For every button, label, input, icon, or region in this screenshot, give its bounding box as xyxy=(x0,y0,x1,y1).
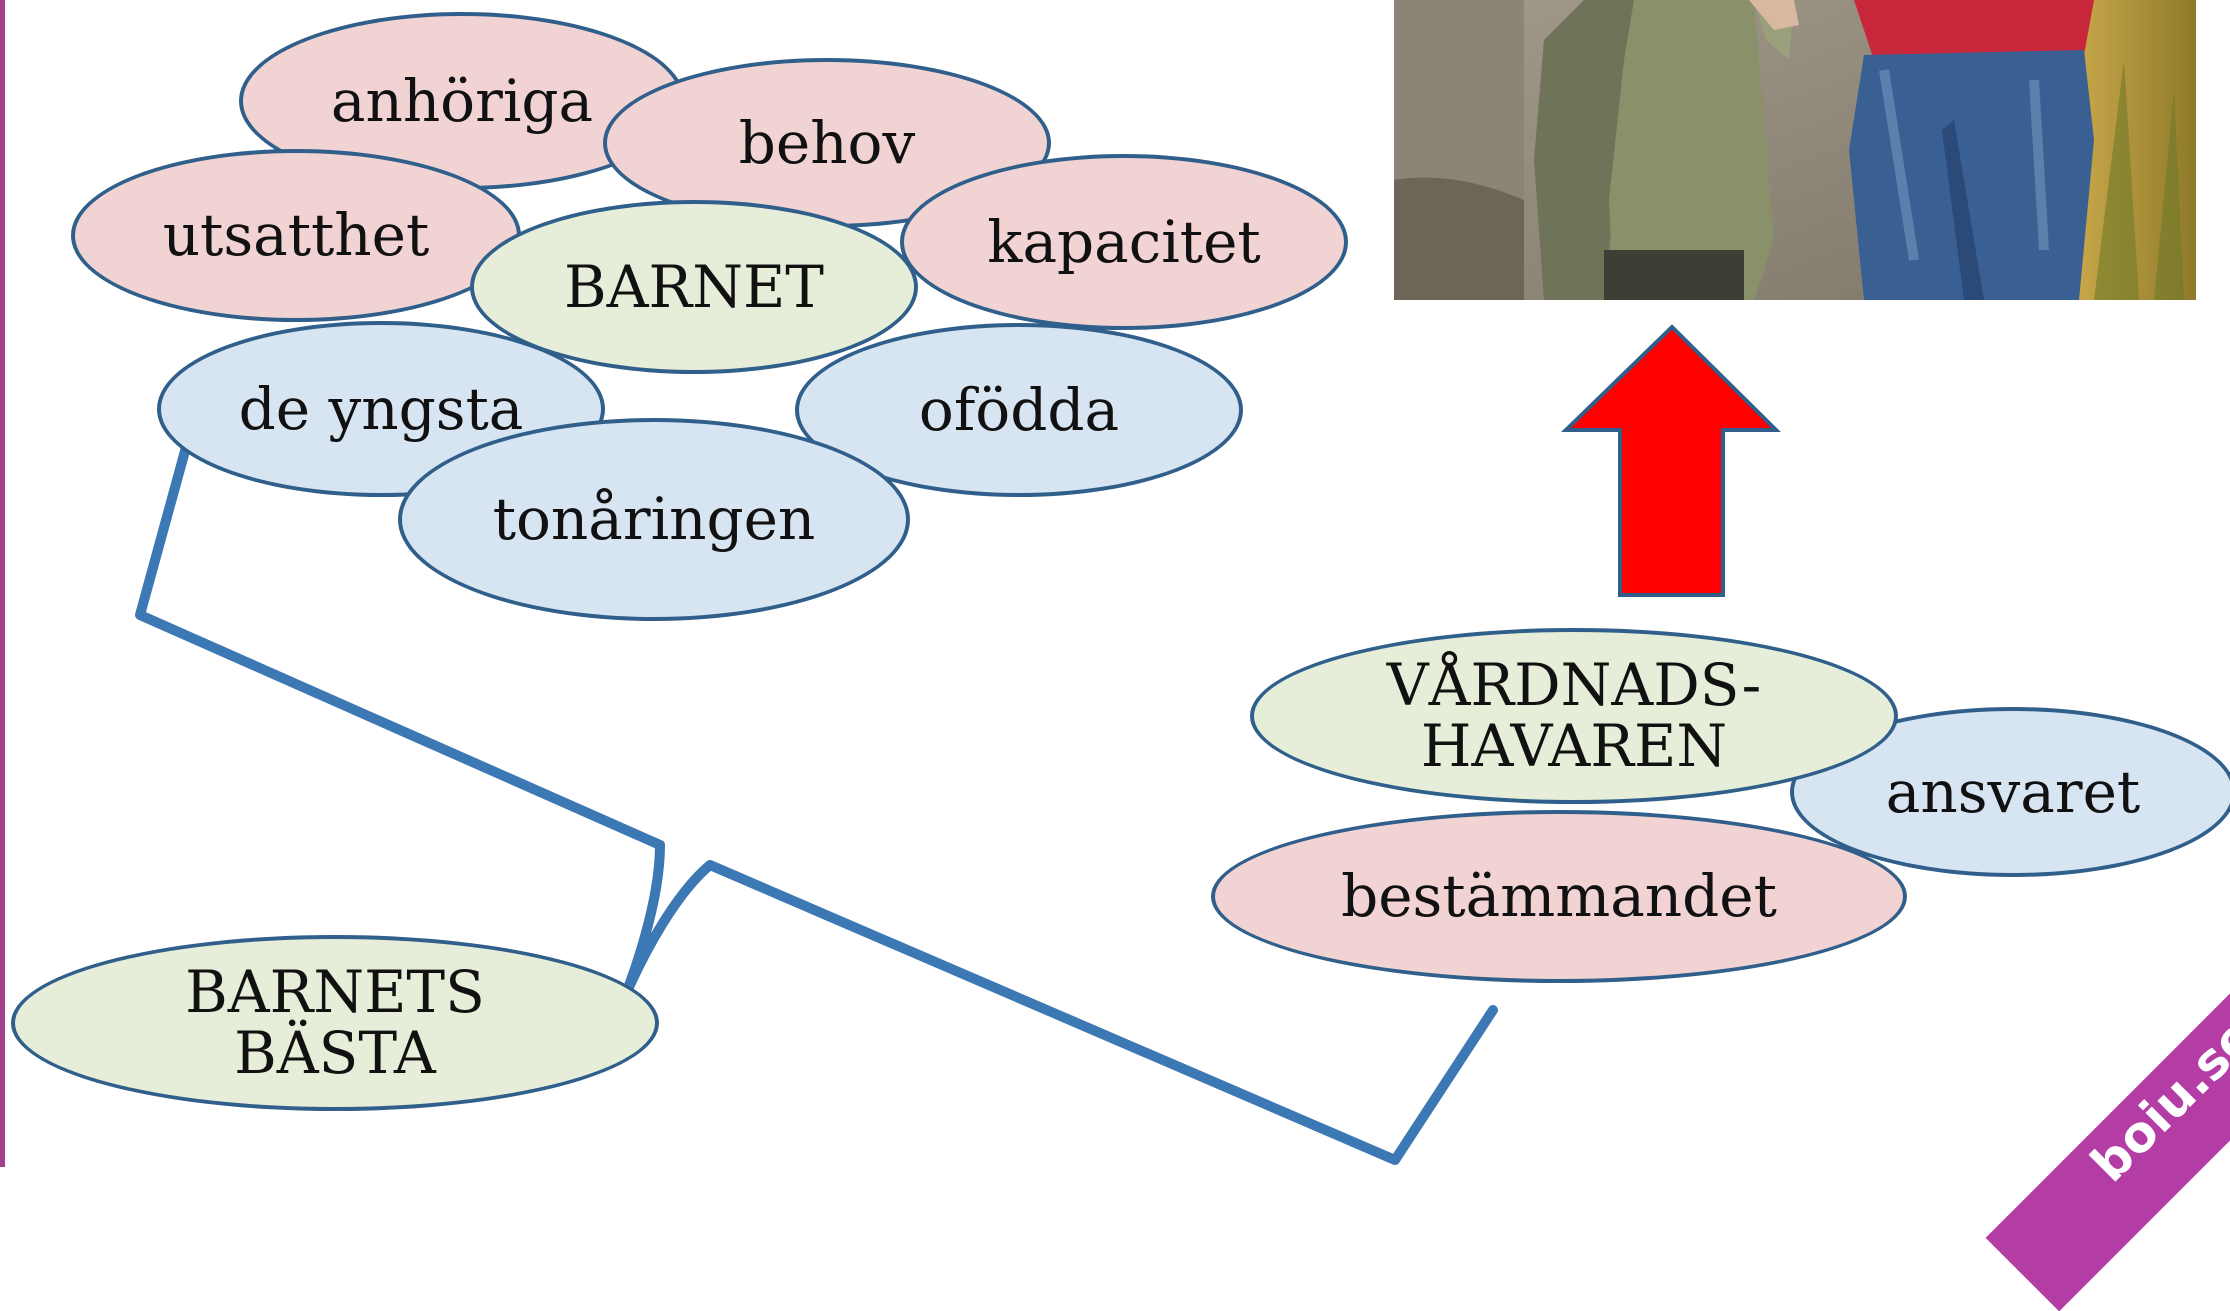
bubble-tonaringen-label: tonåringen xyxy=(492,485,816,554)
photo-child-and-adult-walking xyxy=(1394,0,2196,300)
left-accent-strip xyxy=(0,0,5,1167)
bubble-bestammandet-label: bestämmandet xyxy=(1341,862,1777,931)
bubble-vardnadshavaren: VÅRDNADS- HAVAREN xyxy=(1250,628,1898,804)
bubble-ansvaret-label: ansvaret xyxy=(1885,757,2141,826)
bubble-ofodda-label: ofödda xyxy=(918,375,1120,444)
bubble-barnet-label: BARNET xyxy=(564,252,824,321)
bubble-barnets-basta-label: BARNETS BÄSTA xyxy=(185,958,485,1087)
bubble-anhoriga-label: anhöriga xyxy=(330,66,594,135)
bubble-de-yngsta-label: de yngsta xyxy=(238,374,524,443)
bubble-kapacitet-label: kapacitet xyxy=(987,207,1261,276)
bubble-utsatthet: utsatthet xyxy=(71,149,521,322)
bubble-vardnadshavaren-label: VÅRDNADS- HAVAREN xyxy=(1386,651,1762,780)
bubble-barnets-basta: BARNETS BÄSTA xyxy=(11,935,659,1111)
bubble-bestammandet: bestämmandet xyxy=(1211,810,1907,983)
bubble-kapacitet: kapacitet xyxy=(900,154,1348,330)
bubble-utsatthet-label: utsatthet xyxy=(162,201,430,270)
red-up-arrow xyxy=(1561,324,1781,597)
bubble-behov-label: behov xyxy=(738,108,916,177)
bubble-tonaringen: tonåringen xyxy=(398,418,910,621)
bubble-barnet: BARNET xyxy=(470,200,918,374)
